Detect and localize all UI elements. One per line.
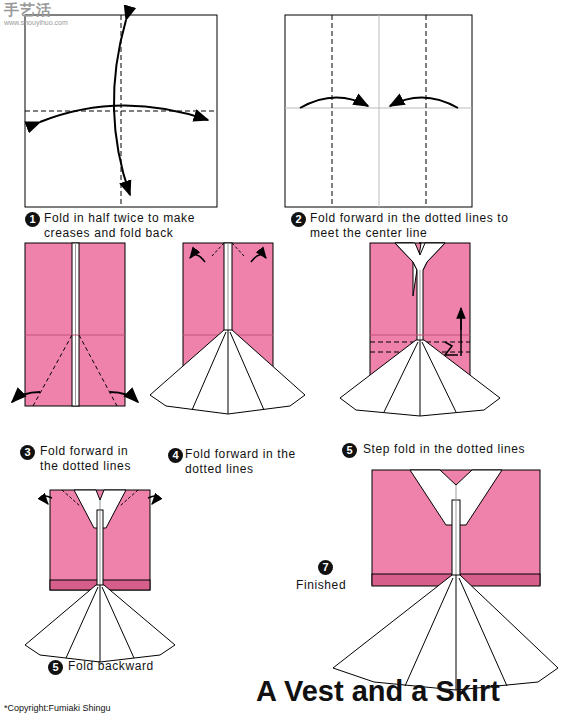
instruction: Fold in half twice to make creases and f… xyxy=(44,211,234,241)
step-number: 1 xyxy=(25,212,40,227)
step-number: 4 xyxy=(168,448,183,463)
instruction: Fold forward in the dotted lines xyxy=(40,444,145,474)
step-number: 2 xyxy=(291,212,306,227)
instruction: Step fold in the dotted lines xyxy=(363,442,563,457)
watermark-url: www.shouyihuo.com xyxy=(4,19,68,27)
instruction: Fold forward in the dotted lines to meet… xyxy=(310,211,535,241)
instruction: Fold forward in the dotted lines xyxy=(185,447,300,477)
finished-label: Finished xyxy=(296,578,346,593)
instruction: Fold backward xyxy=(68,659,188,674)
copyright: *Copyright:Fumiaki Shingu xyxy=(4,703,111,714)
step-number: 5 xyxy=(342,443,357,458)
title: A Vest and a Skirt xyxy=(256,674,500,708)
step-number: 5 xyxy=(48,660,63,675)
step-number: 3 xyxy=(20,445,35,460)
watermark: 手艺活 xyxy=(4,1,52,18)
step-number: 7 xyxy=(318,560,333,575)
